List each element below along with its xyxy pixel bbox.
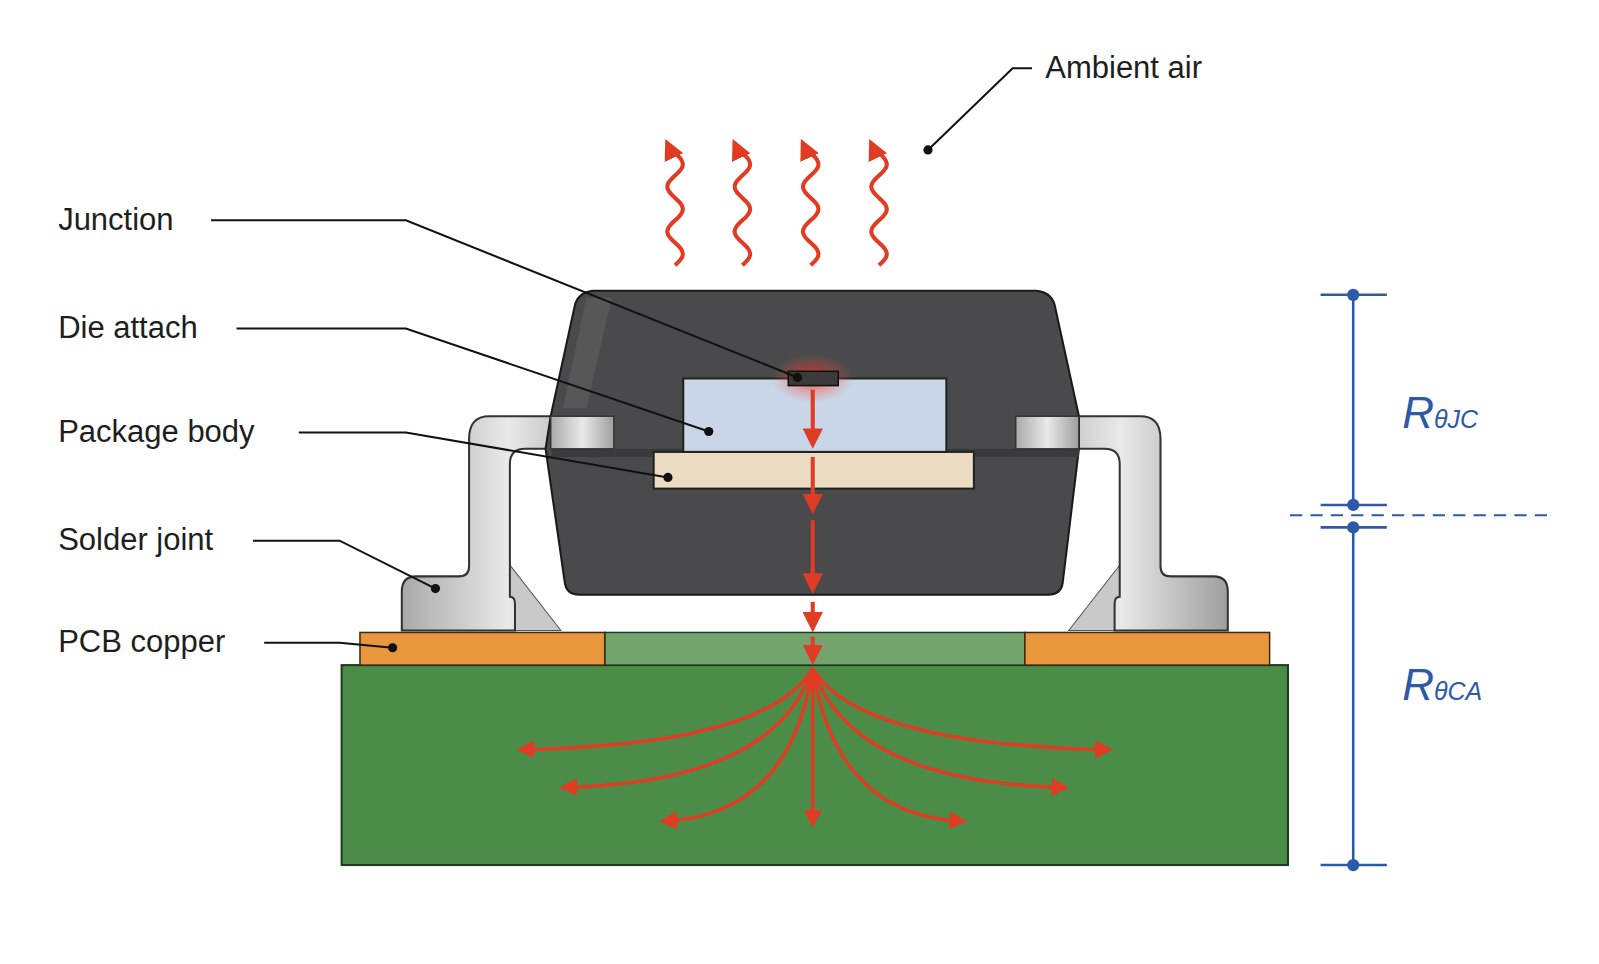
leader-line xyxy=(264,643,392,648)
lead-tab xyxy=(551,416,614,449)
conduction-arrow xyxy=(811,602,815,629)
bracket-dot xyxy=(1347,289,1359,301)
bracket-dot xyxy=(1347,499,1359,511)
leader-dot xyxy=(793,373,802,382)
leader-line xyxy=(211,220,797,377)
spreading-arrow xyxy=(811,668,815,824)
leader-line xyxy=(299,433,668,478)
leader-dots xyxy=(388,145,933,652)
bracket-line xyxy=(1352,295,1355,505)
part-label: PCB copper xyxy=(58,625,225,659)
heat-wave-arrow xyxy=(734,143,750,265)
leader-dot xyxy=(388,643,397,652)
part-label: Package body xyxy=(58,415,254,449)
heat-wave-arrow xyxy=(667,143,683,265)
bracket-dots xyxy=(1347,289,1359,871)
heat-flow-arrows xyxy=(520,143,1109,824)
conduction-arrow xyxy=(811,390,815,445)
junction xyxy=(788,371,838,385)
leader-dot xyxy=(663,473,672,482)
copper-pad xyxy=(1025,632,1270,665)
lead-tab xyxy=(1016,416,1079,449)
leader-dot xyxy=(704,427,713,436)
part-label: Junction xyxy=(58,203,173,237)
spreading-arrow xyxy=(813,668,1110,750)
leader-line xyxy=(237,328,709,431)
leader-line xyxy=(253,541,436,589)
leader-dot xyxy=(431,584,440,593)
body-highlight xyxy=(563,298,612,408)
part-label: Die attach xyxy=(58,311,198,345)
leader-line xyxy=(928,68,1032,150)
part-label: Solder joint xyxy=(58,523,213,557)
resistance-bracket xyxy=(1290,295,1550,865)
part-label: Ambient air xyxy=(1045,51,1202,85)
solder-mask xyxy=(605,632,1025,665)
heat-wave-arrow xyxy=(871,143,887,265)
pcb-board xyxy=(342,665,1288,865)
bracket-dot xyxy=(1347,859,1359,871)
conduction-arrow xyxy=(811,520,815,589)
thermal-resistance-label: RθJC xyxy=(1402,389,1478,437)
heat-wave-arrow xyxy=(803,143,819,265)
spreading-arrow xyxy=(520,668,813,750)
conduction-arrow xyxy=(811,457,815,510)
leader-lines xyxy=(211,68,1032,647)
spreading-arrow xyxy=(663,668,813,821)
spreading-arrow xyxy=(813,668,1066,787)
bracket-dot xyxy=(1347,521,1359,533)
thermal-resistance-label: RθCA xyxy=(1402,661,1482,709)
leader-dot xyxy=(923,145,932,154)
package-body xyxy=(546,291,1079,595)
copper-pad xyxy=(360,632,605,665)
bracket-line xyxy=(1352,527,1355,865)
conduction-arrow xyxy=(811,637,815,661)
interface-dashed-line xyxy=(1290,514,1550,516)
